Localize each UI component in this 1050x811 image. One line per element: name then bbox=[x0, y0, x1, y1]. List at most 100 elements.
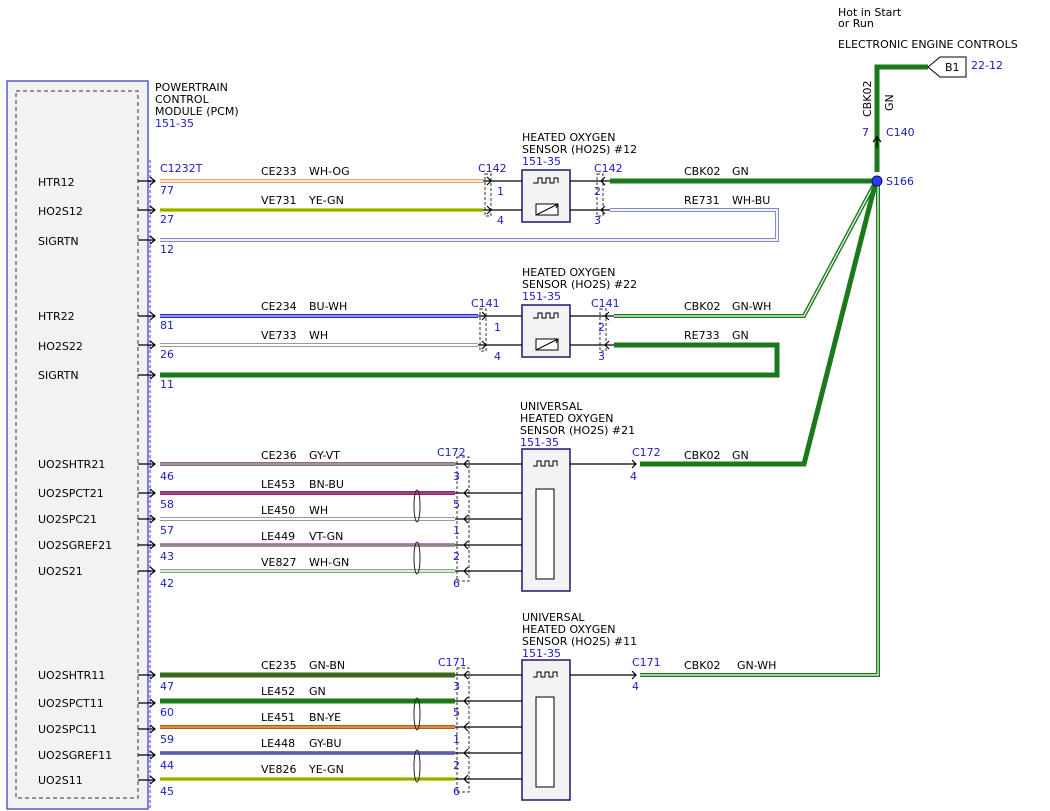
wire-color: WH-OG bbox=[309, 165, 350, 178]
splice-s166 bbox=[871, 175, 883, 187]
wire-color: GN bbox=[732, 329, 749, 342]
sensor-ref: 151-35 bbox=[522, 155, 561, 168]
pcm-pin-number: 42 bbox=[160, 577, 174, 590]
wire-color: GY-BU bbox=[309, 737, 342, 750]
pcm-title-line1: POWERTRAIN bbox=[155, 81, 228, 94]
sensor-ref: 151-35 bbox=[522, 290, 561, 303]
pcm-pin-arrows bbox=[138, 176, 156, 785]
wire-color: BN-YE bbox=[309, 711, 341, 724]
wire-circuit: VE826 bbox=[261, 763, 296, 776]
wire-circuit: CBK02 bbox=[684, 165, 720, 178]
sensor-title: SENSOR (HO2S) #21 bbox=[520, 424, 635, 437]
wire-circuit: VE827 bbox=[261, 556, 296, 569]
sensor-ref: 151-35 bbox=[522, 647, 561, 660]
connector-pin: 6 bbox=[453, 577, 460, 590]
connector-pin: 1 bbox=[453, 524, 460, 537]
hot-line2: or Run bbox=[838, 17, 874, 30]
feed-color: GN bbox=[883, 94, 896, 111]
sensor-title: UNIVERSAL bbox=[520, 400, 583, 413]
c140-pin: 7 bbox=[862, 126, 869, 139]
pcm-pin-name: HO2S12 bbox=[38, 205, 83, 218]
wire-sigrtn-12 bbox=[160, 208, 779, 242]
system-title: ELECTRONIC ENGINE CONTROLS bbox=[838, 38, 1018, 51]
wire-color: VT-GN bbox=[309, 530, 343, 543]
connector-pin: 3 bbox=[453, 680, 460, 693]
wire-cbk02-ho2s22 bbox=[614, 180, 878, 318]
wire-circuit: CBK02 bbox=[684, 449, 720, 462]
connector-pin: 5 bbox=[453, 498, 460, 511]
wire-color: WH bbox=[309, 504, 328, 517]
splice-label: S166 bbox=[886, 175, 914, 188]
pcm-pin-name: UO2SHTR11 bbox=[38, 669, 105, 682]
wire-circuit: CE234 bbox=[261, 300, 297, 313]
wire-circuit: VE733 bbox=[261, 329, 296, 342]
pcm-connector-label: C1232T bbox=[160, 162, 203, 175]
pcm-pin-number: 44 bbox=[160, 759, 174, 772]
pcm-pin-number: 27 bbox=[160, 213, 174, 226]
connector-pin: 3 bbox=[594, 214, 601, 227]
connector-pin: 1 bbox=[453, 733, 460, 746]
pcm-pin-name: UO2SGREF21 bbox=[38, 539, 112, 552]
pcm-pin-name: UO2S21 bbox=[38, 565, 83, 578]
fuse-ref: 22-12 bbox=[971, 59, 1003, 72]
wire-circuit: LE451 bbox=[261, 711, 295, 724]
wire-color: BU-WH bbox=[309, 300, 347, 313]
sensor-title: SENSOR (HO2S) #12 bbox=[522, 143, 637, 156]
wire-color: GN bbox=[732, 449, 749, 462]
right-wire-labels: CBK02 GN RE731 WH-BU CBK02 GN-WH RE733 G… bbox=[684, 165, 776, 672]
wire-circuit: RE733 bbox=[684, 329, 720, 342]
connector-label: C172 bbox=[632, 446, 661, 459]
feed-circuit: CBK02 bbox=[861, 81, 874, 117]
connector-label: C142 bbox=[478, 162, 507, 175]
feed-wire bbox=[874, 64, 928, 172]
wire-color: GN-WH bbox=[732, 300, 771, 313]
pcm-pin-number: 11 bbox=[160, 378, 174, 391]
connector-label: C141 bbox=[591, 297, 620, 310]
pcm-pin-number: 60 bbox=[160, 706, 174, 719]
sensor-uho2s-11: UNIVERSAL HEATED OXYGEN SENSOR (HO2S) #1… bbox=[438, 611, 661, 801]
wire-circuit: LE453 bbox=[261, 478, 295, 491]
pcm-pin-name: UO2SPCT11 bbox=[38, 697, 104, 710]
connector-label: C141 bbox=[471, 297, 500, 310]
pcm-pin-number: 57 bbox=[160, 524, 174, 537]
connector-pin: 4 bbox=[632, 680, 639, 693]
wire-cbk02-uho2s11 bbox=[640, 181, 880, 677]
pcm-pin-name: UO2SPCT21 bbox=[38, 487, 104, 500]
sensor-title: SENSOR (HO2S) #22 bbox=[522, 278, 637, 291]
fuse-label: B1 bbox=[945, 61, 960, 74]
wire-circuit: CE235 bbox=[261, 659, 297, 672]
wire-circuit: LE448 bbox=[261, 737, 295, 750]
pcm-pin-number: 43 bbox=[160, 550, 174, 563]
pcm-pin-number: 45 bbox=[160, 785, 174, 798]
wire-color: GY-VT bbox=[309, 449, 340, 462]
connector-label: C171 bbox=[438, 656, 467, 669]
connector-pin: 1 bbox=[494, 321, 501, 334]
sensor-title: HEATED OXYGEN bbox=[520, 412, 613, 425]
connector-pin: 5 bbox=[453, 706, 460, 719]
wire-color: GN-BN bbox=[309, 659, 345, 672]
wire-color: GN-WH bbox=[737, 659, 776, 672]
wire-color: WH bbox=[309, 329, 328, 342]
pcm-pin-name: UO2SGREF11 bbox=[38, 749, 112, 762]
pcm-pin-number: 47 bbox=[160, 680, 174, 693]
wire-sigrtn-11 bbox=[160, 342, 780, 378]
connector-pin: 4 bbox=[497, 214, 504, 227]
sensor-ho2s-22: HEATED OXYGEN SENSOR (HO2S) #22 151-35 C… bbox=[471, 266, 637, 358]
wire-circuit: RE731 bbox=[684, 194, 720, 207]
pcm-pin-number: 26 bbox=[160, 348, 174, 361]
pcm-title-line2: CONTROL bbox=[155, 93, 210, 106]
wire-cbk02-uho2s21 bbox=[640, 180, 879, 467]
wire-color: YE-GN bbox=[308, 763, 344, 776]
pcm-pin-name: SIGRTN bbox=[38, 235, 79, 248]
connector-pin: 4 bbox=[494, 350, 501, 363]
fuse-box bbox=[927, 56, 967, 78]
twisted-pair-markers bbox=[413, 489, 421, 783]
sensor-ref: 151-35 bbox=[520, 436, 559, 449]
wire-circuit: VE731 bbox=[261, 194, 296, 207]
connector-label: C171 bbox=[632, 656, 661, 669]
sensor-title: HEATED OXYGEN bbox=[522, 623, 615, 636]
connector-pin: 3 bbox=[598, 350, 605, 363]
connector-pin: 2 bbox=[453, 759, 460, 772]
wire-circuit: LE449 bbox=[261, 530, 295, 543]
